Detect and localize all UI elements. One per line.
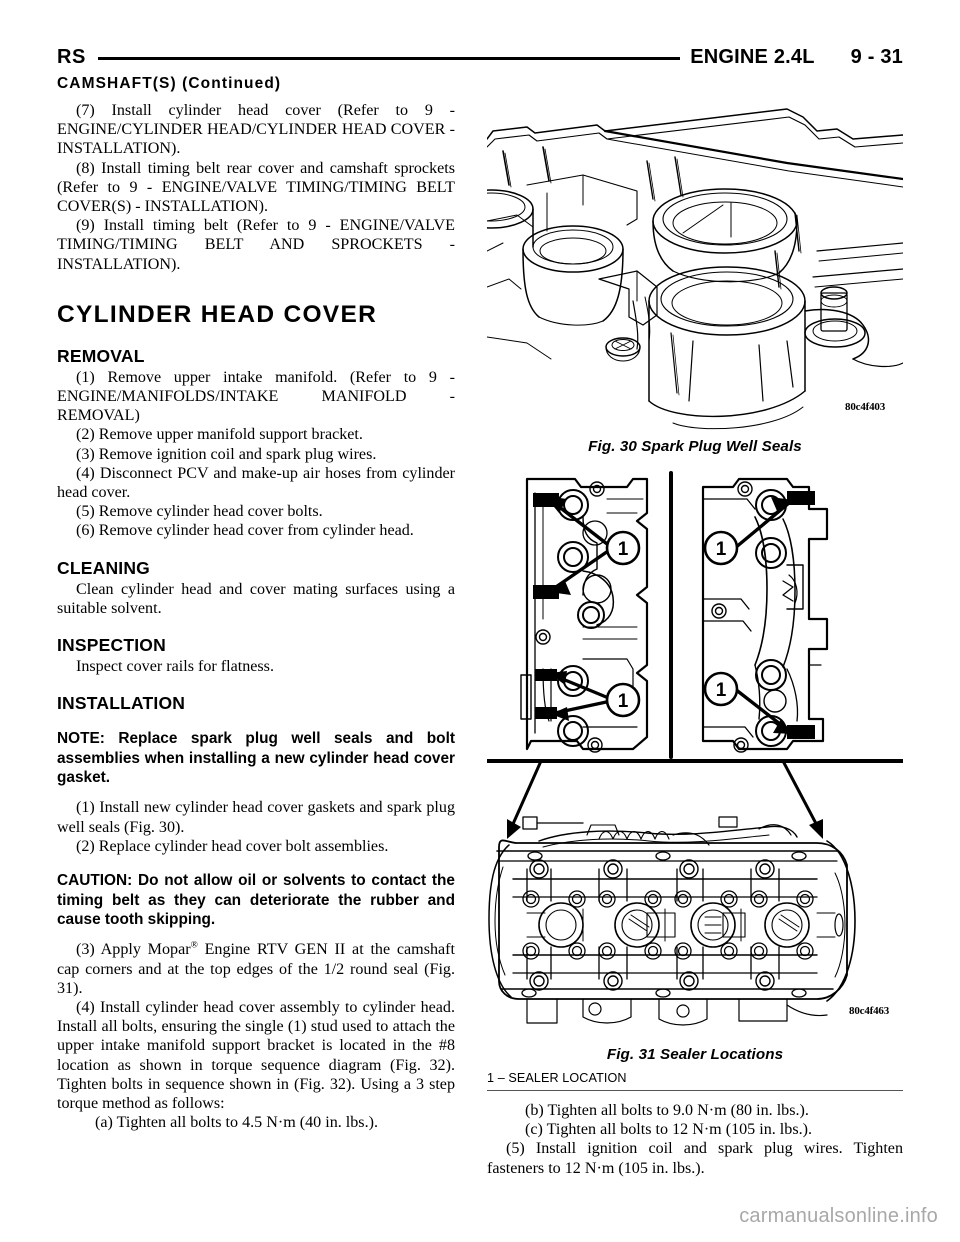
camshaft-step-8: (8) Install timing belt rear cover and c… xyxy=(57,159,455,216)
figure-31-legend-rule xyxy=(487,1090,903,1091)
figure-30-caption: Fig. 30 Spark Plug Well Seals xyxy=(588,438,802,455)
removal-step-3: (3) Remove ignition coil and spark plug … xyxy=(76,445,377,463)
cleaning-text: Clean cylinder head and cover mating sur… xyxy=(57,580,455,617)
step-3-pre: (3) Apply Mopar xyxy=(76,941,191,959)
sealer-locations-illustration: 1 1 1 1 xyxy=(487,471,903,1026)
callout-1-left-upper: 1 xyxy=(618,539,629,560)
site-watermark: carmanualsonline.info xyxy=(739,1205,938,1227)
installation-step-4b: (b) Tighten all bolts to 9.0 N·m (80 in.… xyxy=(525,1102,809,1119)
left-text-column: (7) Install cylinder head cover (Refer t… xyxy=(57,101,455,1132)
installation-step-4: (4) Install cylinder head cover assembly… xyxy=(57,998,455,1112)
installation-step-1: (1) Install new cylinder head cover gask… xyxy=(57,799,455,836)
removal-step-4: (4) Disconnect PCV and make-up air hoses… xyxy=(57,464,455,502)
subsection-heading-removal: REMOVAL xyxy=(57,345,145,366)
section-heading-cylinder-head-cover: CYLINDER HEAD COVER xyxy=(57,300,378,328)
manual-code: RS xyxy=(57,45,86,68)
subsection-heading-cleaning: CLEANING xyxy=(57,557,150,578)
callout-1-right-lower: 1 xyxy=(716,680,727,701)
installation-step-5: (5) Install ignition coil and spark plug… xyxy=(487,1140,903,1177)
detail-view-left xyxy=(520,477,649,753)
installation-step-4c: (c) Tighten all bolts to 12 N·m (105 in.… xyxy=(525,1121,812,1139)
registered-trademark-mark: ® xyxy=(190,940,198,951)
callout-1-left-lower: 1 xyxy=(618,691,629,712)
right-continuation-text: (b) Tighten all bolts to 9.0 N·m (80 in.… xyxy=(487,1101,903,1178)
callout-1-right-upper: 1 xyxy=(716,539,727,560)
cylinder-head-assembly xyxy=(488,816,856,1026)
removal-step-2: (2) Remove upper manifold support bracke… xyxy=(76,426,363,444)
removal-step-1: (1) Remove upper intake manifold. (Refer… xyxy=(57,368,455,425)
caution-block: CAUTION: Do not allow oil or solvents to… xyxy=(57,872,455,928)
continued-heading: CAMSHAFT(S) (Continued) xyxy=(57,75,282,92)
camshaft-step-9: (9) Install timing belt (Refer to 9 - EN… xyxy=(57,217,455,273)
figure-30-image-id: 80c4f403 xyxy=(845,401,885,413)
figure-31-image-id: 80c4f463 xyxy=(849,1005,889,1017)
page-header: RS ENGINE 2.4L 9 - 31 xyxy=(57,44,903,70)
note-block: NOTE: Replace spark plug well seals and … xyxy=(57,730,455,787)
inspection-text: Inspect cover rails for flatness. xyxy=(76,658,274,676)
figure-31: 1 1 1 1 80c4f463 Fig. 31 Sealer Location… xyxy=(487,469,903,1091)
figure-31-legend: 1 – SEALER LOCATION xyxy=(487,1071,627,1085)
header-section-title: ENGINE 2.4L xyxy=(690,45,815,68)
header-rule xyxy=(97,56,681,60)
spark-plug-well-seals-illustration xyxy=(487,108,903,430)
subsection-heading-inspection: INSPECTION xyxy=(57,635,166,656)
removal-step-5: (5) Remove cylinder head cover bolts. xyxy=(76,503,323,521)
detail-view-right xyxy=(701,477,829,753)
header-page-number: 9 - 31 xyxy=(850,45,903,68)
installation-step-3: (3) Apply Mopar® Engine RTV GEN II at th… xyxy=(57,940,455,998)
step-3-post: Engine RTV GEN II at the camshaft cap co… xyxy=(57,941,455,997)
figure-31-caption: Fig. 31 Sealer Locations xyxy=(606,1046,784,1063)
subsection-heading-installation: INSTALLATION xyxy=(57,693,186,714)
removal-step-6: (6) Remove cylinder head cover from cyli… xyxy=(76,522,414,540)
camshaft-step-7: (7) Install cylinder head cover (Refer t… xyxy=(57,102,455,158)
installation-step-4a: (a) Tighten all bolts to 4.5 N·m (40 in.… xyxy=(95,1114,378,1132)
figure-30: 80c4f403 Fig. 30 Spark Plug Well Seals xyxy=(487,101,903,455)
installation-step-2: (2) Replace cylinder head cover bolt ass… xyxy=(76,837,389,855)
right-figure-column: 80c4f403 Fig. 30 Spark Plug Well Seals xyxy=(487,101,903,1178)
